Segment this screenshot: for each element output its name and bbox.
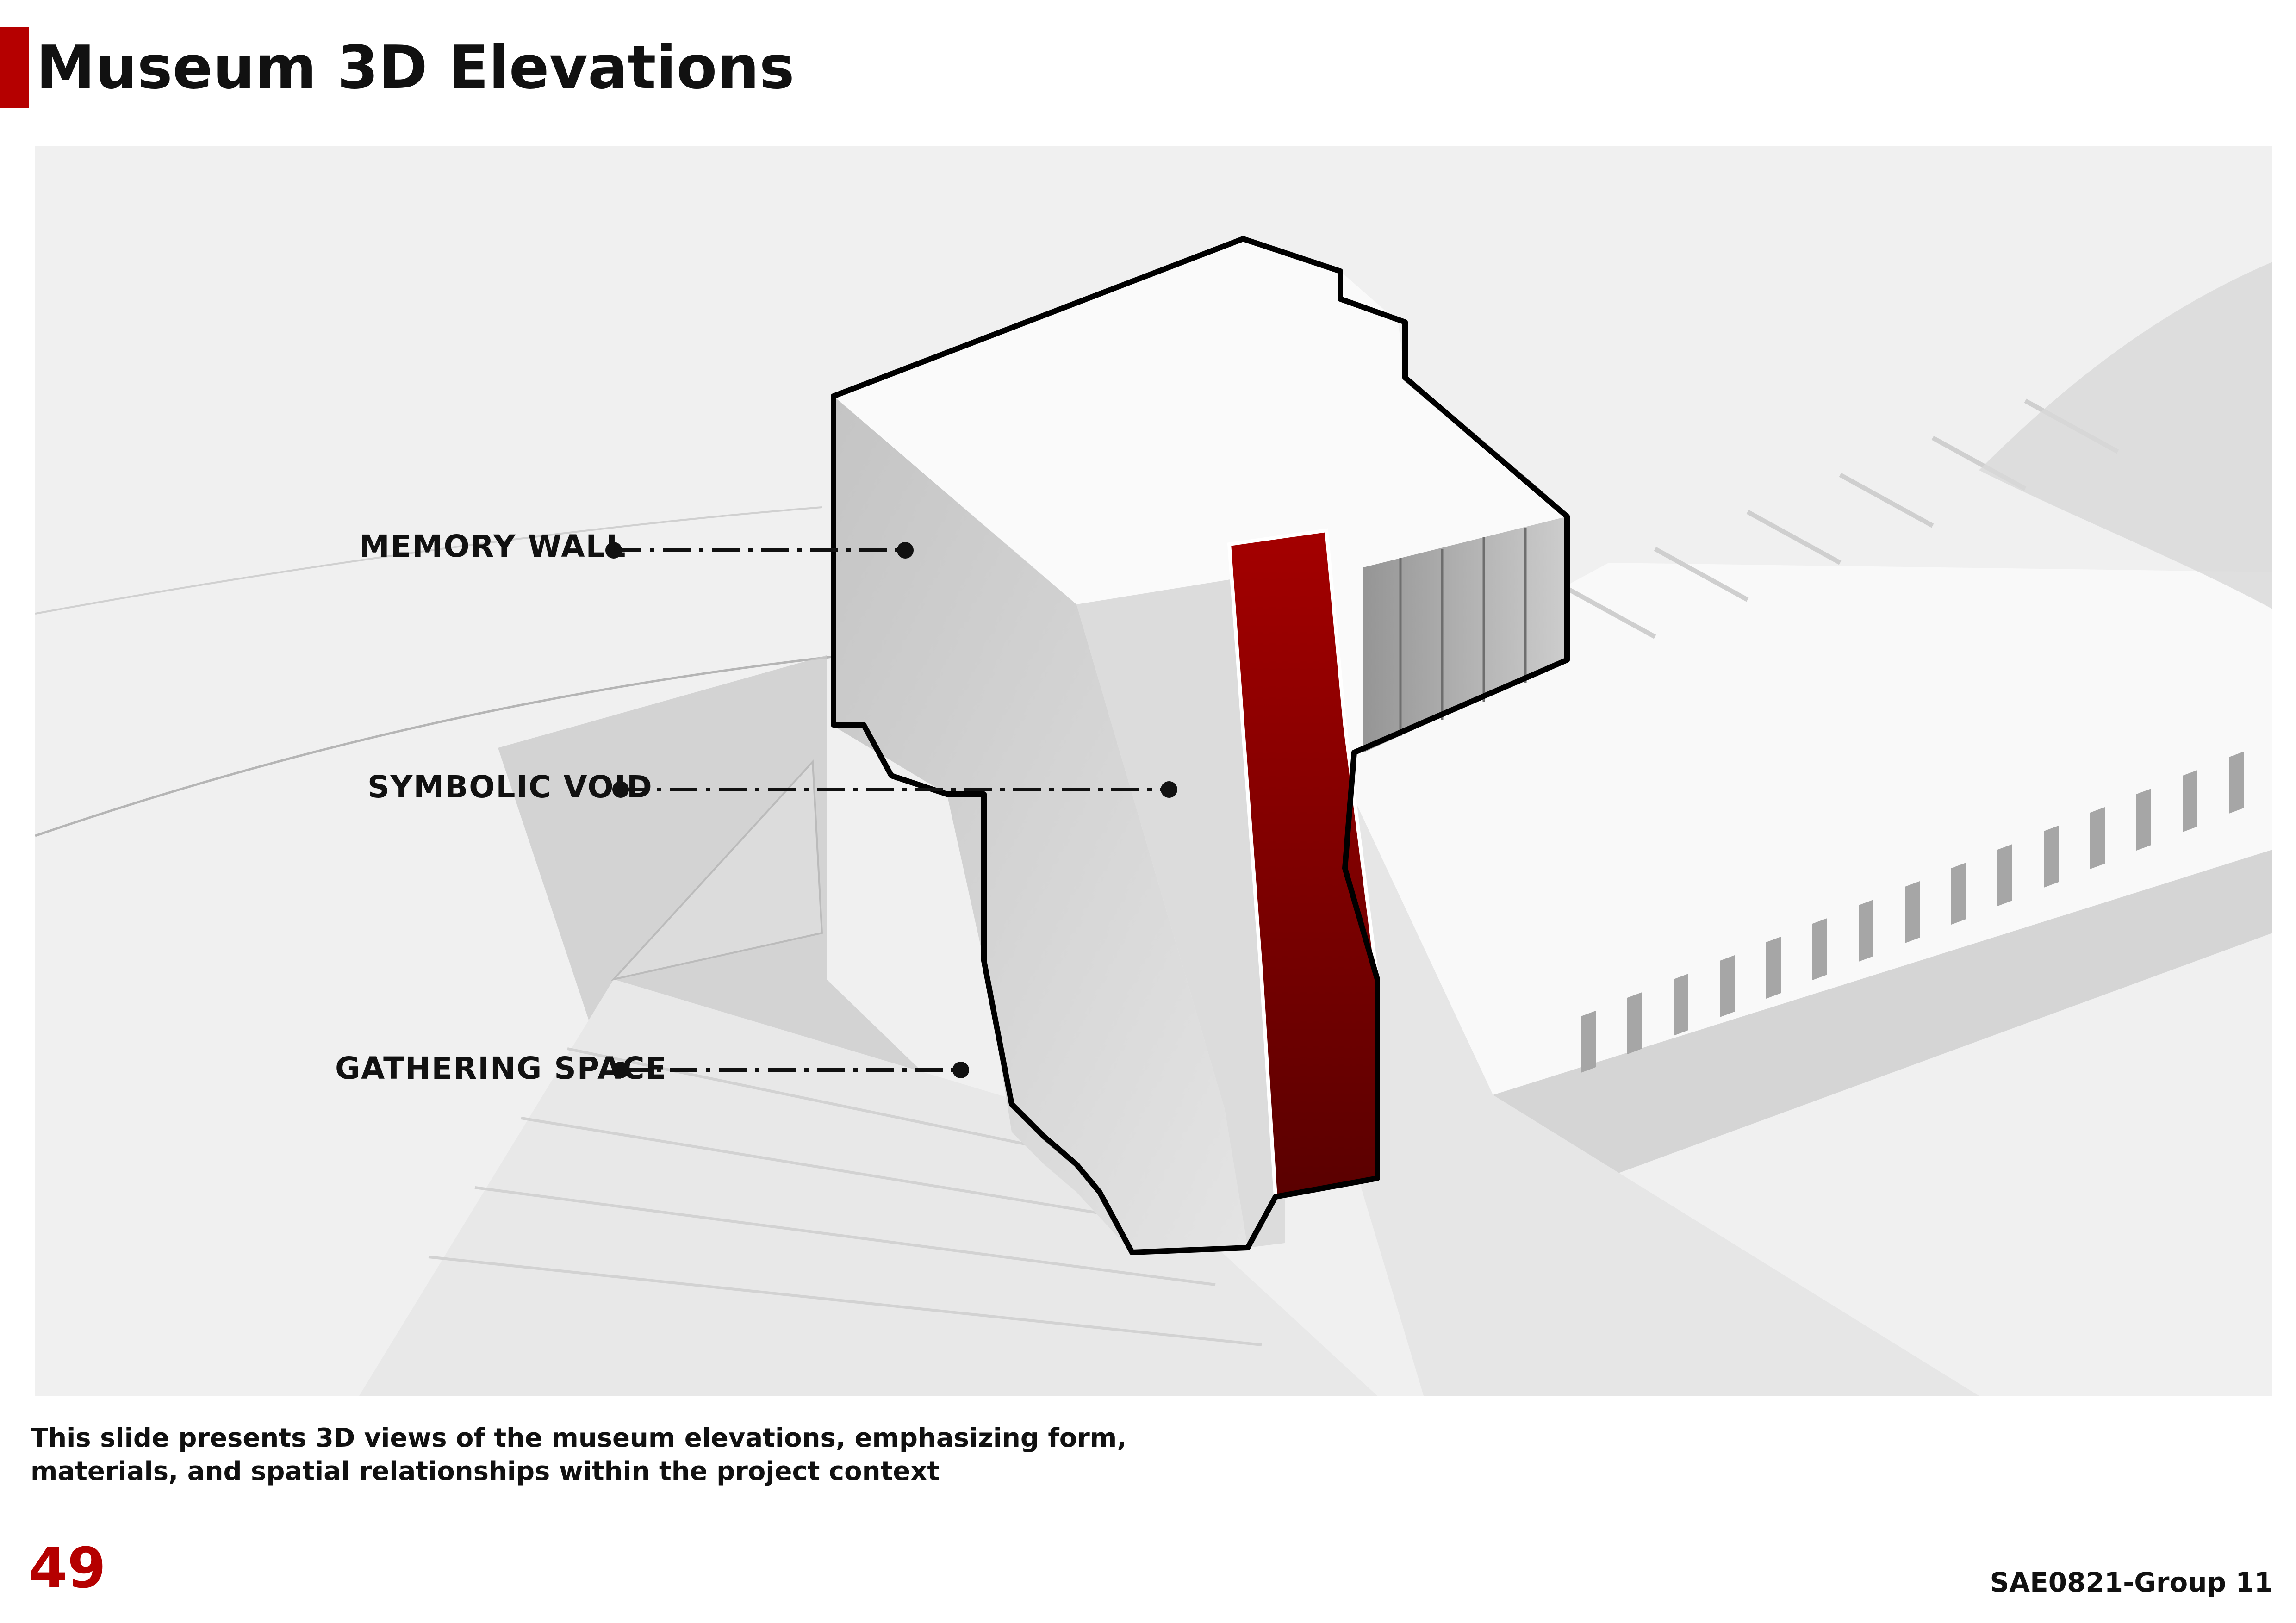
render-svg	[35, 146, 2272, 1396]
right-building-roof	[1317, 563, 2272, 1095]
window-slots	[1581, 752, 2244, 1073]
glass-facade	[1363, 516, 1567, 752]
museum-left-face	[831, 396, 1248, 1252]
leader-symbolic-void	[612, 781, 1177, 798]
page-title: Museum 3D Elevations	[36, 33, 795, 102]
museum-3d-render	[35, 146, 2272, 1396]
slide-caption: This slide presents 3D views of the muse…	[31, 1423, 1127, 1486]
group-identifier: SAE0821-Group 11	[1990, 1567, 2273, 1598]
leader-gathering-space	[612, 1062, 969, 1078]
glass-mullions	[1399, 528, 1527, 736]
right-lower-terraces	[1285, 720, 1979, 1396]
museum-front-face	[1076, 577, 1285, 1248]
page-number: 49	[29, 1536, 106, 1601]
label-symbolic-void: SYMBOLIC VOID	[367, 769, 653, 805]
curved-road-upper	[35, 506, 822, 615]
tensile-canopy	[611, 759, 823, 981]
title-accent-bar	[0, 27, 29, 108]
curved-road	[35, 654, 846, 837]
lattice-shadow	[1979, 262, 2272, 609]
leader-memory-wall	[605, 542, 914, 559]
museum-outline	[831, 236, 1570, 1255]
right-building-face	[1493, 850, 2272, 1211]
gathering-steps	[359, 979, 1377, 1396]
label-memory-wall: MEMORY WALL	[359, 529, 627, 564]
label-gathering-space: GATHERING SPACE	[335, 1051, 667, 1086]
